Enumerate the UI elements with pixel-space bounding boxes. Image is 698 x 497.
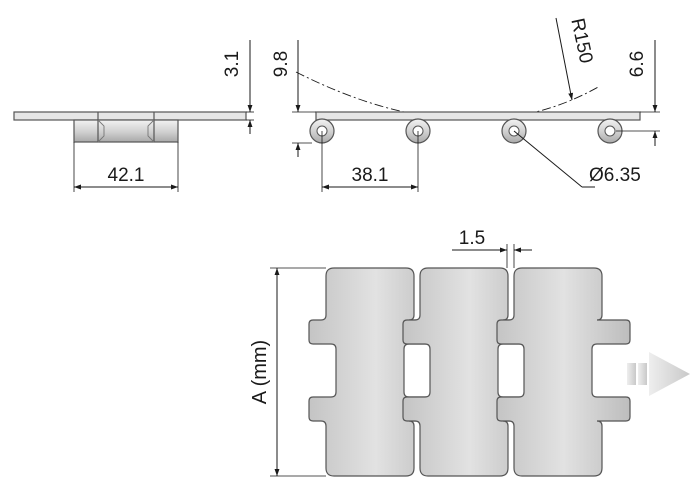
radius-leader [555,17,574,101]
end-view-hinge-bevel [97,119,105,143]
dim-radius-label: R150 [566,16,596,65]
chain-plate [496,267,631,477]
dim-gap-label: 1.5 [459,228,485,249]
end-view-hinge [73,119,179,143]
pin-diameter-leader [513,130,583,188]
dim-pitch-label: 38.1 [352,165,389,186]
profile-knuckle [597,118,623,144]
direction-arrow-icon [627,352,690,396]
profile-view: R150 9.8 6.6 [271,16,660,192]
dim-pin-offset-label: 6.6 [627,51,648,77]
dim-side-height-label: 9.8 [271,51,292,77]
dim-chain-width-label: A (mm) [249,340,271,404]
profile-top-plate [315,111,641,121]
top-view: 1.5 A (mm) [249,228,690,477]
dim-thickness-label: 3.1 [222,51,243,77]
end-view-hinge-bevel [147,119,155,143]
dim-hinge-width-label: 42.1 [108,165,145,186]
dim-pin-diameter-label: Ø6.35 [589,165,641,186]
end-view: 3.1 42.1 [13,40,254,192]
end-view-top-plate [13,111,247,121]
